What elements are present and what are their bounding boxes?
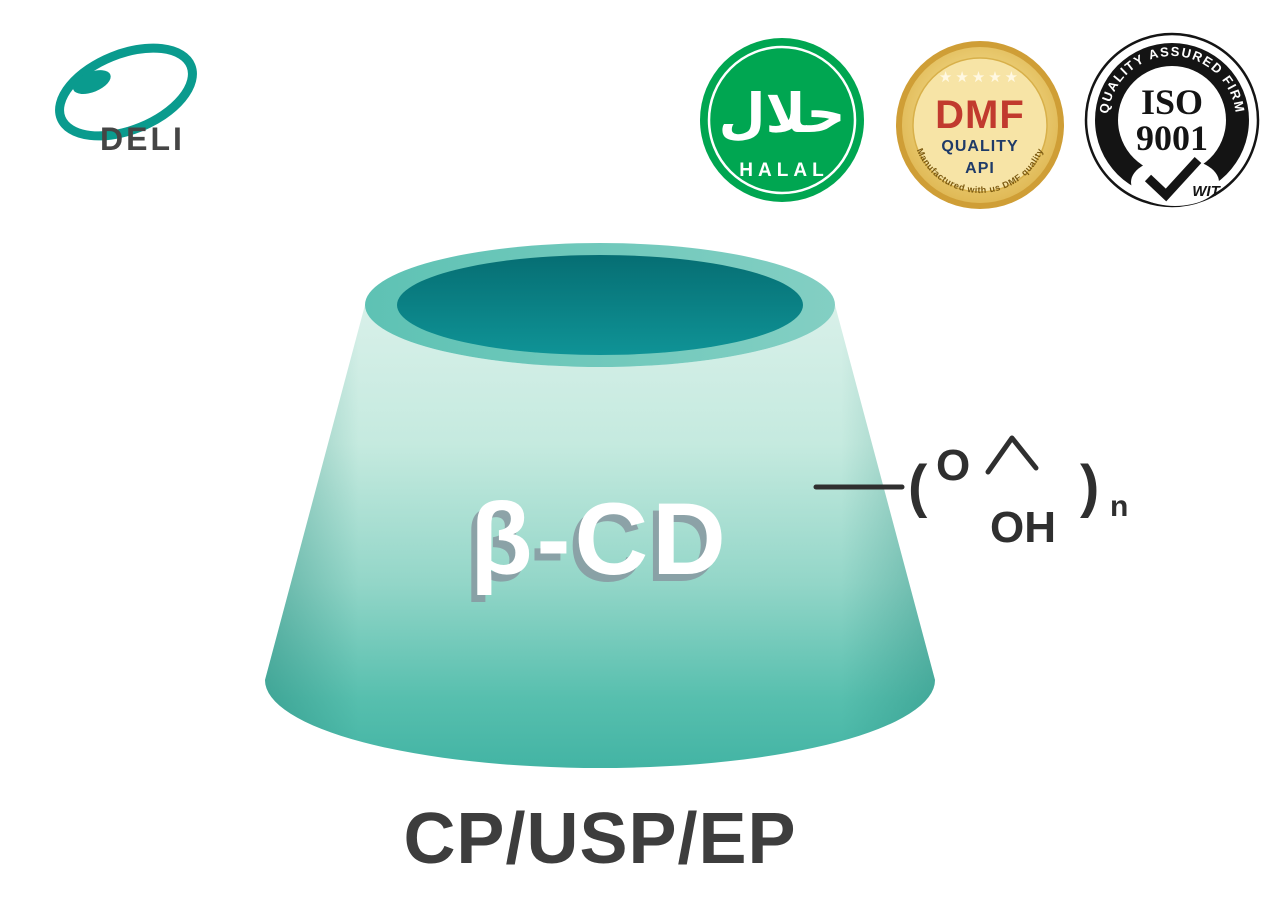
iso-badge: QUALITY ASSURED FIRM ISO 9001 WIT (1084, 32, 1260, 208)
logo-comet (72, 70, 111, 95)
halal-inner-ring (707, 45, 857, 195)
chemical-formula: ( O OH ) n (813, 435, 1128, 552)
dmf-title: DMF (935, 93, 1025, 137)
cone-opening (397, 255, 803, 355)
cyclodextrin-cone (265, 243, 935, 768)
logo-ring (55, 43, 197, 141)
dmf-inner-circle (912, 57, 1048, 193)
iso-mark-text: WIT (1192, 183, 1221, 200)
oxygen-label: O (936, 441, 970, 490)
dmf-quality-label: QUALITY (941, 138, 1018, 155)
iso-checkmark-icon (1144, 156, 1202, 202)
iso-inner-circle (1118, 66, 1226, 174)
dmf-api-label: API (965, 160, 995, 177)
subscript-n: n (1110, 490, 1128, 523)
standards-text: CP/USP/EP (403, 799, 797, 879)
halal-arabic-text: حلال (719, 82, 846, 145)
cone-shading (265, 305, 935, 768)
iso-number: 9001 (1136, 118, 1208, 158)
hydroxyl-label: OH (990, 503, 1056, 552)
halal-label: HALAL (739, 160, 828, 181)
close-paren: ) (1080, 454, 1099, 519)
cone-label: β-CD (470, 482, 730, 596)
iso-title: ISO (1141, 82, 1203, 122)
open-paren: ( (908, 454, 928, 519)
logo-text: DELI (100, 121, 185, 157)
company-logo: DELI (55, 43, 197, 157)
logo-swoosh (55, 43, 197, 141)
dmf-badge: ★★★★★ DMF QUALITY API Manufactured with … (896, 41, 1064, 209)
halal-badge: حلال HALAL (700, 38, 864, 202)
dmf-stars: ★★★★★ (939, 68, 1021, 86)
branch-bond-line (985, 435, 1039, 475)
halal-circle (700, 38, 864, 202)
